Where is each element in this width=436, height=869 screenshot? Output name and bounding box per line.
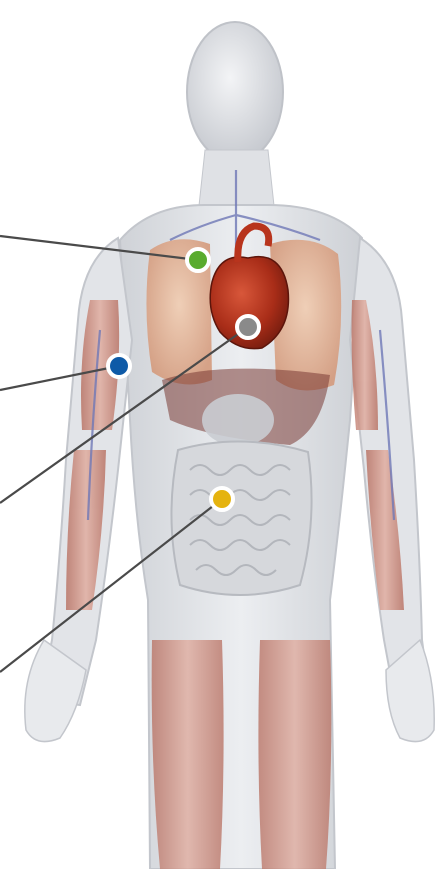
marker-lungs[interactable] <box>187 249 209 271</box>
marker-arm-muscle[interactable] <box>108 355 130 377</box>
left-thigh-muscle <box>152 640 224 869</box>
marker-intestines[interactable] <box>211 488 233 510</box>
marker-heart[interactable] <box>237 316 259 338</box>
head <box>187 22 283 162</box>
right-thigh-muscle <box>258 640 331 869</box>
stomach <box>202 394 274 446</box>
